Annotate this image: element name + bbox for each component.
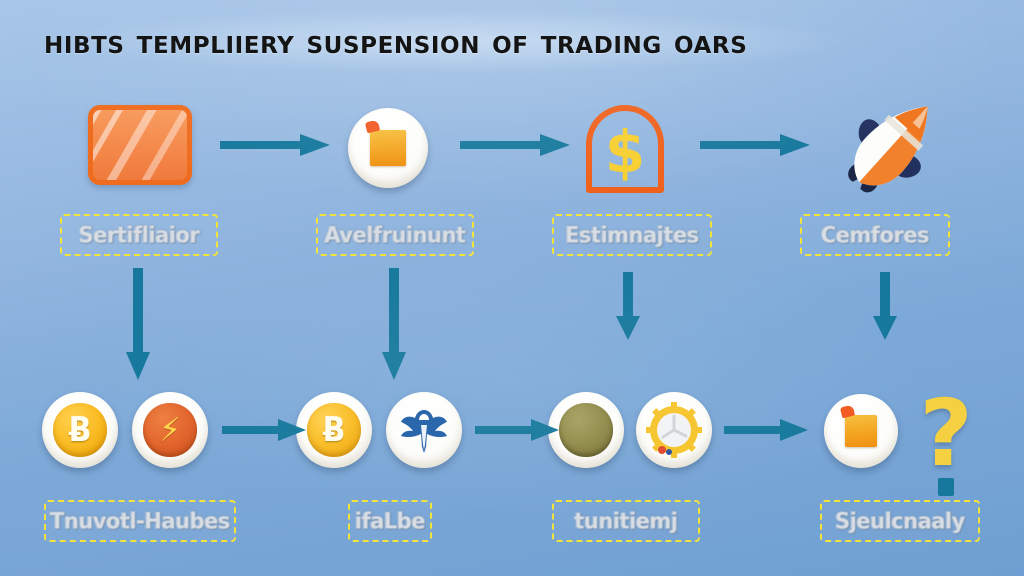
- top-label-1-text: Sertifliaior: [78, 221, 200, 248]
- document-disc-icon: [824, 394, 898, 468]
- document-glyph-icon: [370, 130, 406, 166]
- coin-face: Ƀ: [53, 403, 107, 457]
- eagle-emblem-icon: [386, 392, 462, 468]
- page-title: Hibts Templiiery suspension of Trading o…: [30, 10, 910, 72]
- top-label-1: Sertifliaior: [60, 214, 218, 256]
- arrow-bottom-3: [724, 417, 808, 443]
- teal-chip-marker: [938, 478, 954, 496]
- bottom-node-3b[interactable]: [636, 392, 712, 468]
- top-label-3-text: Estimnajtes: [565, 221, 699, 248]
- bottom-label-3-text: tunitiemj: [574, 507, 678, 534]
- top-label-4-text: Cemfores: [820, 221, 930, 248]
- document-disc-icon: [348, 108, 428, 188]
- top-node-4[interactable]: [825, 88, 955, 208]
- arrow-vertical-4: [872, 272, 898, 340]
- document-glyph-icon: [844, 414, 878, 448]
- gear-coin-icon: [636, 392, 712, 468]
- bottom-node-4a[interactable]: [824, 394, 898, 468]
- page-title-text: Hibts Templiiery suspension of Trading o…: [44, 21, 748, 61]
- arrow-top-1: [220, 132, 330, 158]
- bottom-node-4b[interactable]: ?: [910, 388, 982, 480]
- bottom-label-2-text: ifaLbe: [354, 507, 426, 534]
- bottom-node-1a[interactable]: Ƀ: [42, 392, 118, 468]
- top-label-3: Estimnajtes: [552, 214, 712, 256]
- coin-face: ⚡: [143, 403, 197, 457]
- coin-face: Ƀ: [307, 403, 361, 457]
- bottom-label-1: Tnuvotl-Haubes: [44, 500, 236, 542]
- bitcoin-symbol-icon: Ƀ: [322, 410, 346, 450]
- bottom-node-3a[interactable]: [548, 392, 624, 468]
- bottom-label-2: ifaLbe: [348, 500, 432, 542]
- arrow-vertical-2: [381, 268, 407, 380]
- gear-glyph-icon: [645, 401, 703, 459]
- top-node-3[interactable]: $: [583, 102, 667, 194]
- bottom-label-4-text: Sjeulcnaaly: [835, 507, 965, 534]
- eagle-emblem-glyph: [396, 402, 452, 458]
- bitcoin-symbol-icon: Ƀ: [68, 410, 92, 450]
- bottom-node-2b[interactable]: [386, 392, 462, 468]
- top-node-1[interactable]: [88, 105, 192, 185]
- bottom-node-1b[interactable]: ⚡: [132, 392, 208, 468]
- bottom-label-3: tunitiemj: [552, 500, 700, 542]
- top-label-2-text: Avelfruinunt: [324, 221, 466, 248]
- bronze-coin-icon: [548, 392, 624, 468]
- question-mark-icon: ?: [919, 380, 973, 487]
- arrow-bottom-1: [222, 417, 306, 443]
- arrow-bottom-2: [475, 417, 559, 443]
- bottom-label-4: Sjeulcnaaly: [820, 500, 980, 542]
- top-node-2[interactable]: [348, 108, 428, 188]
- arrow-vertical-1: [125, 268, 151, 380]
- top-label-2: Avelfruinunt: [316, 214, 474, 256]
- bitcoin-coin-icon: Ƀ: [42, 392, 118, 468]
- bottom-label-1-text: Tnuvotl-Haubes: [50, 507, 230, 534]
- arrow-top-2: [460, 132, 570, 158]
- svg-text:$: $: [605, 118, 645, 186]
- bottom-node-2a[interactable]: Ƀ: [296, 392, 372, 468]
- top-label-4: Cemfores: [800, 214, 950, 256]
- dollar-arch-icon: $: [583, 102, 667, 194]
- coin-face: [559, 403, 613, 457]
- arrow-top-3: [700, 132, 810, 158]
- lightning-symbol-icon: ⚡: [159, 410, 181, 450]
- arrow-vertical-3: [615, 272, 641, 340]
- chart-screen-icon: [88, 105, 192, 185]
- rocket-icon: [825, 88, 955, 208]
- bitcoin-coin-icon: Ƀ: [296, 392, 372, 468]
- lightning-coin-icon: ⚡: [132, 392, 208, 468]
